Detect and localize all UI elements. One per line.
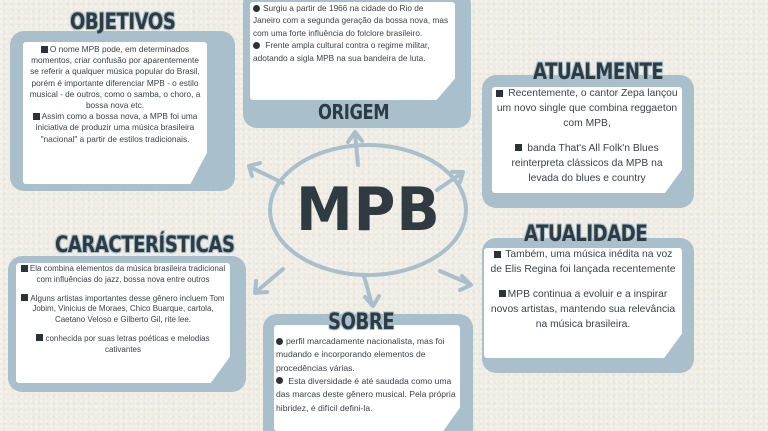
caracteristicas-bullet-3: conhecida por suas letras poéticas e mel… <box>19 334 227 356</box>
atualmente-bullet-2: banda That's All Folk'n Blues reinterpre… <box>511 142 663 184</box>
central-topic-mpb: MPB <box>296 175 441 245</box>
square-bullet-icon <box>36 334 44 342</box>
caracteristicas-bullet-1: Ela combina elementos da música brasilei… <box>19 264 227 286</box>
square-bullet-icon <box>40 45 48 53</box>
caracteristicas-card: Ela combina elementos da música brasilei… <box>16 263 230 383</box>
sobre-title: SOBRE <box>328 310 395 335</box>
center-ellipse <box>268 143 468 277</box>
circle-bullet-icon <box>276 337 283 345</box>
caracteristicas-title: CARACTERÍSTICAS <box>55 233 235 258</box>
origem-bullet-2: Frente ampla cultural contra o regime mi… <box>253 40 430 63</box>
circle-bullet-icon <box>276 377 283 385</box>
caracteristicas-bullet-2: Alguns artistas importantes desse gênero… <box>19 294 227 326</box>
sobre-bullet-1: perfil marcadamente nacionalista, mas fo… <box>276 336 445 373</box>
atualidade-card: Também, uma música inédita na voz de Eli… <box>484 248 682 358</box>
objetivos-title: OBJETIVOS <box>70 10 176 35</box>
sobre-card: perfil marcadamente nacionalista, mas fo… <box>274 325 460 431</box>
atualmente-card: Recentemente, o cantor Zepa lançou um no… <box>492 87 682 193</box>
square-bullet-icon <box>20 264 28 272</box>
objetivos-bullet-1: O nome MPB pode, em determinados momento… <box>29 44 201 110</box>
atualidade-bullet-1: Também, uma música inédita na voz de Eli… <box>490 249 676 275</box>
atualidade-bullet-2: MPB continua a evoluir e a inspirar novo… <box>490 288 676 330</box>
square-bullet-icon <box>493 250 501 258</box>
circle-bullet-icon <box>253 41 260 49</box>
square-bullet-icon <box>515 144 523 152</box>
origem-card: Surgiu a partir de 1966 na cidade do Rio… <box>250 2 455 100</box>
square-bullet-icon <box>32 112 40 120</box>
square-bullet-icon <box>498 290 506 298</box>
square-bullet-icon <box>21 294 29 302</box>
sobre-bullet-2: Esta diversidade é até saudada como uma … <box>276 375 456 413</box>
square-bullet-icon <box>496 89 504 97</box>
atualmente-bullet-1: Recentemente, o cantor Zepa lançou um no… <box>496 88 678 129</box>
objetivos-card: O nome MPB pode, em determinados momento… <box>23 42 207 184</box>
circle-bullet-icon <box>253 4 260 12</box>
origem-bullet-1: Surgiu a partir de 1966 na cidade do Rio… <box>253 3 449 38</box>
atualidade-title: ATUALIDADE <box>524 222 648 247</box>
origem-title: ORIGEM <box>318 100 390 124</box>
objetivos-bullet-2: Assim como a bossa nova, a MPB foi uma i… <box>27 111 203 145</box>
atualmente-title: ATUALMENTE <box>533 60 664 85</box>
